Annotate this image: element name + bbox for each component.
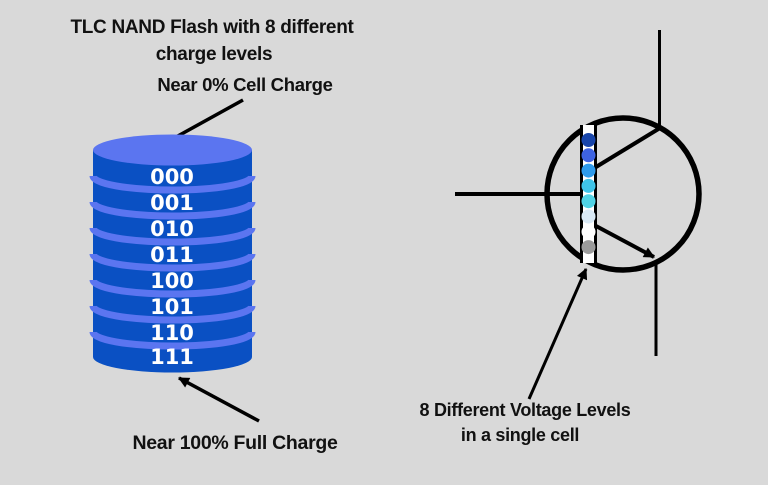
- voltage-levels-arrow: [527, 267, 588, 400]
- emitter-arrow-line: [595, 224, 655, 259]
- charge-dot-2: [581, 148, 596, 163]
- cylinder-separator-5: [89, 279, 256, 298]
- collector-diagonal-line: [594, 126, 662, 169]
- near-full-charge-label: Near 100% Full Charge: [132, 432, 337, 454]
- cylinder-separator-3: [89, 227, 256, 246]
- level-label-010: 010: [150, 217, 194, 241]
- voltage-levels-caption-line1: 8 Different Voltage Levels: [420, 400, 631, 420]
- cylinder-separator-4: [89, 253, 256, 272]
- charge-dot-3: [581, 163, 596, 178]
- level-label-101: 101: [150, 295, 194, 319]
- nand-cylinder: 000 001 010 011 100 101 110 111: [89, 134, 256, 373]
- charge-dot-4: [581, 178, 596, 193]
- level-label-110: 110: [150, 321, 194, 345]
- charge-dot-7: [581, 224, 596, 239]
- page-title-line2: charge levels: [156, 44, 273, 65]
- page-title-line1: TLC NAND Flash with 8 different: [70, 17, 354, 38]
- charge-dot-8: [581, 240, 596, 255]
- near-full-arrow: [178, 376, 260, 423]
- level-label-001: 001: [150, 191, 194, 215]
- transistor-symbol: [455, 30, 702, 356]
- level-label-111: 111: [150, 345, 194, 369]
- cylinder-separator-7: [89, 331, 256, 350]
- near-zero-charge-label: Near 0% Cell Charge: [157, 74, 332, 95]
- cylinder-separator-6: [89, 305, 256, 324]
- level-label-000: 000: [150, 165, 194, 189]
- voltage-levels-caption-line2: in a single cell: [461, 425, 579, 445]
- cylinder-separator-1: [89, 175, 256, 194]
- level-label-011: 011: [150, 243, 194, 267]
- cylinder-separator-2: [89, 201, 256, 220]
- charge-dot-5: [581, 194, 596, 209]
- charge-dot-6: [581, 209, 596, 224]
- charge-dot-1: [581, 133, 596, 147]
- cylinder-top-cap: [93, 134, 252, 166]
- level-label-100: 100: [150, 269, 194, 293]
- transistor-circle: [544, 115, 702, 273]
